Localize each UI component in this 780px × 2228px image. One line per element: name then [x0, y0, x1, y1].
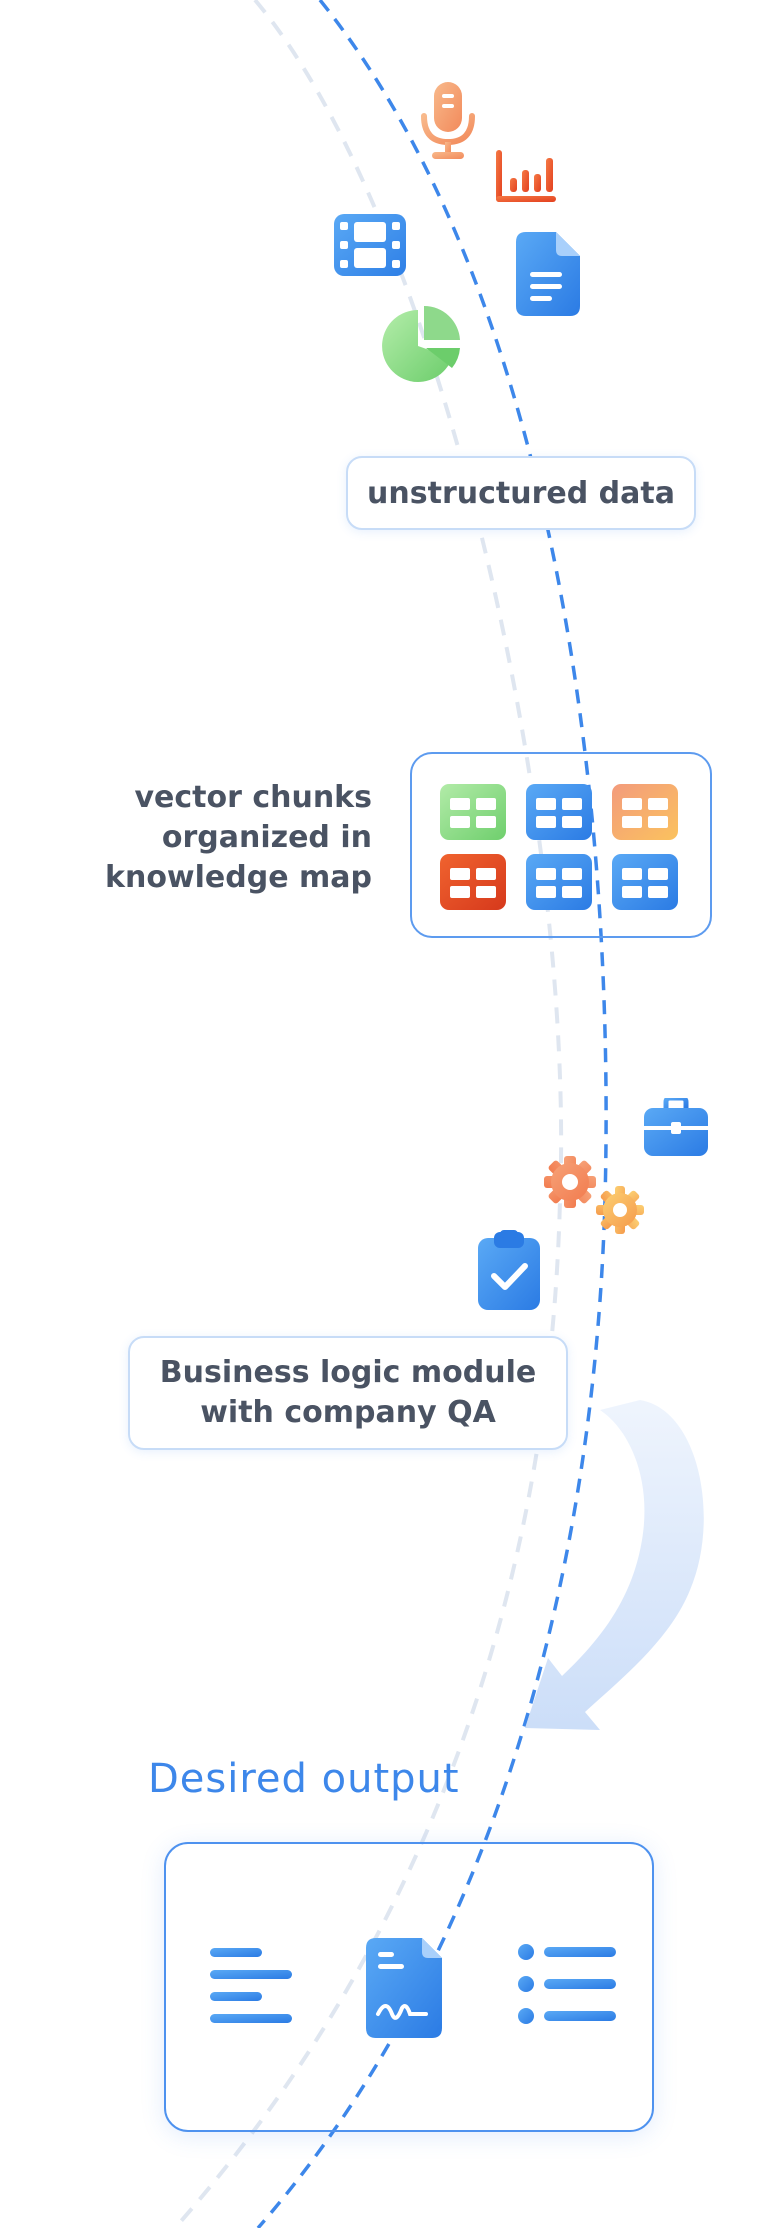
bar-chart-icon: [496, 150, 556, 202]
vector-chunks-label: vector chunks organized in knowledge map: [60, 778, 372, 898]
output-icons: [210, 1938, 616, 2038]
bulleted-list-icon: [518, 1944, 616, 2024]
signed-document-icon: [366, 1938, 442, 2038]
business-label-line-2: with company QA: [200, 1395, 496, 1430]
document-icon: [516, 232, 580, 316]
table-icon-blue-3: [612, 854, 678, 910]
film-icon: [334, 214, 406, 276]
flow-arrow: [525, 1400, 704, 1730]
table-icon-blue-1: [526, 784, 592, 840]
table-grid-icons: [440, 784, 678, 910]
vector-label-line-1: vector chunks: [134, 780, 372, 815]
briefcase-icon: [644, 1098, 708, 1156]
desired-output-panel: [164, 1842, 654, 2132]
unstructured-data-text: unstructured data: [367, 475, 675, 511]
table-icon-red: [440, 854, 506, 910]
gear-large: [544, 1156, 596, 1208]
table-icon-orange: [612, 784, 678, 840]
gear-icon: [544, 1156, 644, 1234]
vector-label-line-3: knowledge map: [105, 860, 372, 895]
microphone-icon: [421, 82, 475, 159]
table-icon-green: [440, 784, 506, 840]
gear-small: [596, 1186, 644, 1234]
pie-chart-icon: [382, 306, 460, 382]
unstructured-data-label: unstructured data: [346, 456, 696, 530]
knowledge-map-panel: [410, 752, 712, 938]
clipboard-check-icon: [478, 1230, 540, 1310]
vector-label-line-2: organized in: [161, 820, 372, 855]
text-lines-icon: [210, 1948, 292, 2023]
business-logic-label: Business logic module with company QA: [128, 1336, 568, 1450]
business-label-line-1: Business logic module: [159, 1355, 537, 1390]
desired-output-title: Desired output: [148, 1756, 460, 1802]
faint-dashed-curve: [173, 0, 564, 2228]
table-icon-blue-2: [526, 854, 592, 910]
